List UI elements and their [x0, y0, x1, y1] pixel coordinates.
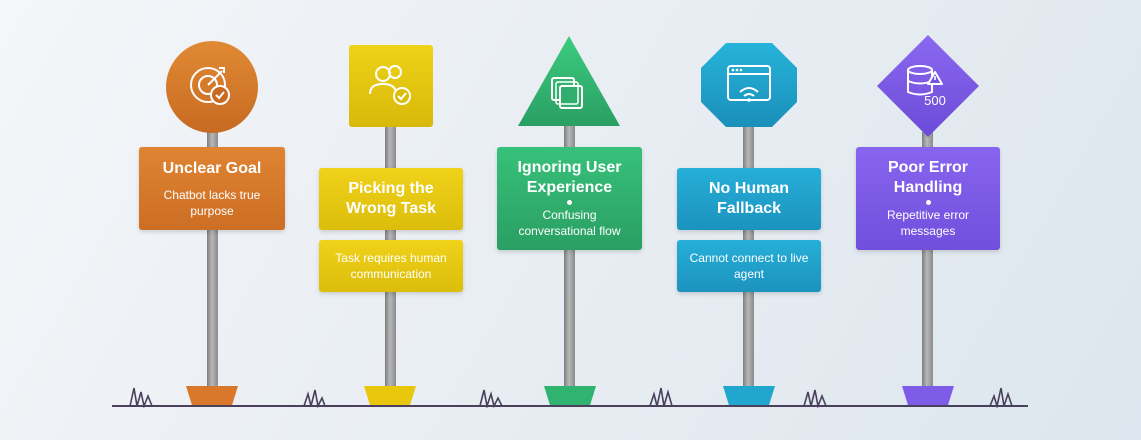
step-2-description: Task requires human communication — [335, 251, 447, 281]
step-3-description: Confusing conversational flow — [518, 208, 621, 238]
base-1 — [186, 386, 238, 406]
step-5-sign: Poor Error Handling Repetitive error mes… — [856, 147, 1000, 250]
grass-icon — [989, 387, 1013, 408]
grass-icon — [479, 389, 503, 408]
step-5-title: Poor Error Handling — [887, 159, 968, 196]
step-1-title: Unclear Goal — [162, 159, 262, 177]
step-2-title: Picking the Wrong Task — [345, 180, 437, 217]
grass-icon — [649, 387, 673, 407]
base-2 — [364, 386, 416, 406]
step-3-sign: Ignoring User Experience Confusing conve… — [497, 147, 642, 250]
database-error-icon: 500 — [877, 35, 979, 137]
target-check-icon — [166, 41, 258, 133]
separator-dot — [925, 200, 931, 205]
step-2-description-sign: Task requires human communication — [319, 240, 463, 292]
pole-5 — [922, 132, 933, 390]
base-5 — [902, 386, 954, 406]
step-4-description-sign: Cannot connect to live agent — [677, 240, 821, 292]
base-4 — [723, 386, 775, 406]
stacked-squares-icon — [518, 36, 620, 126]
step-2-sign: Picking the Wrong Task — [319, 168, 463, 230]
step-4-description: Cannot connect to live agent — [689, 251, 809, 281]
step-5-description: Repetitive error messages — [886, 208, 970, 238]
step-4-title: No Human Fallback — [709, 180, 789, 217]
base-3 — [544, 386, 596, 406]
separator-dot — [567, 200, 572, 205]
error-code-label: 500 — [924, 93, 946, 108]
browser-signal-icon — [701, 43, 797, 127]
step-4-sign: No Human Fallback — [677, 168, 821, 230]
step-3-title: Ignoring User Experience — [517, 159, 622, 196]
grass-icon — [129, 387, 153, 408]
step-1-description: Chatbot lacks true purpose — [163, 187, 261, 218]
users-check-icon — [349, 45, 433, 127]
ground-line — [112, 405, 1028, 407]
pole-1 — [207, 128, 218, 390]
grass-icon — [303, 389, 326, 408]
grass-icon — [803, 389, 827, 408]
step-1-sign: Unclear Goal Chatbot lacks true purpose — [139, 147, 285, 230]
pole-3 — [564, 125, 575, 390]
